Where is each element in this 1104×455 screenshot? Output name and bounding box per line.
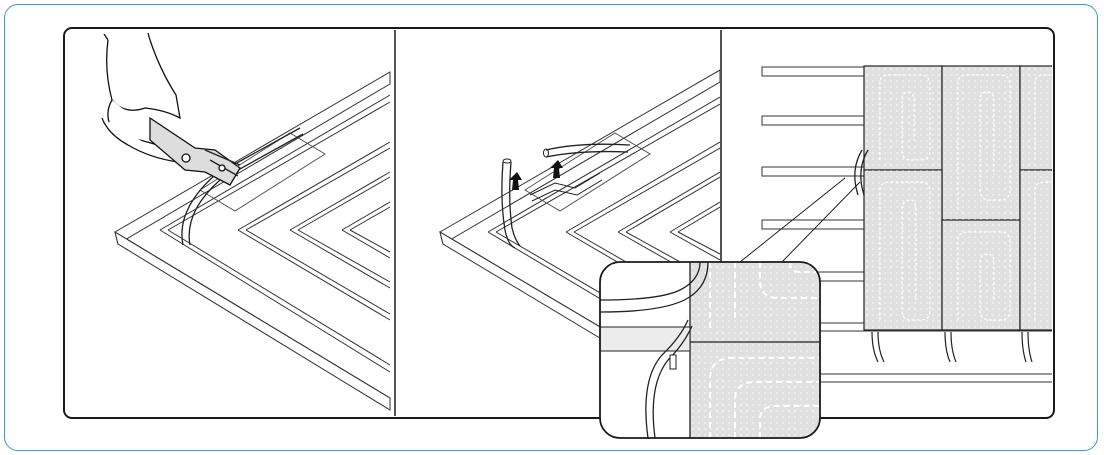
zoom-detail-icon: [600, 262, 820, 438]
floor-panels-icon: [864, 66, 1060, 330]
